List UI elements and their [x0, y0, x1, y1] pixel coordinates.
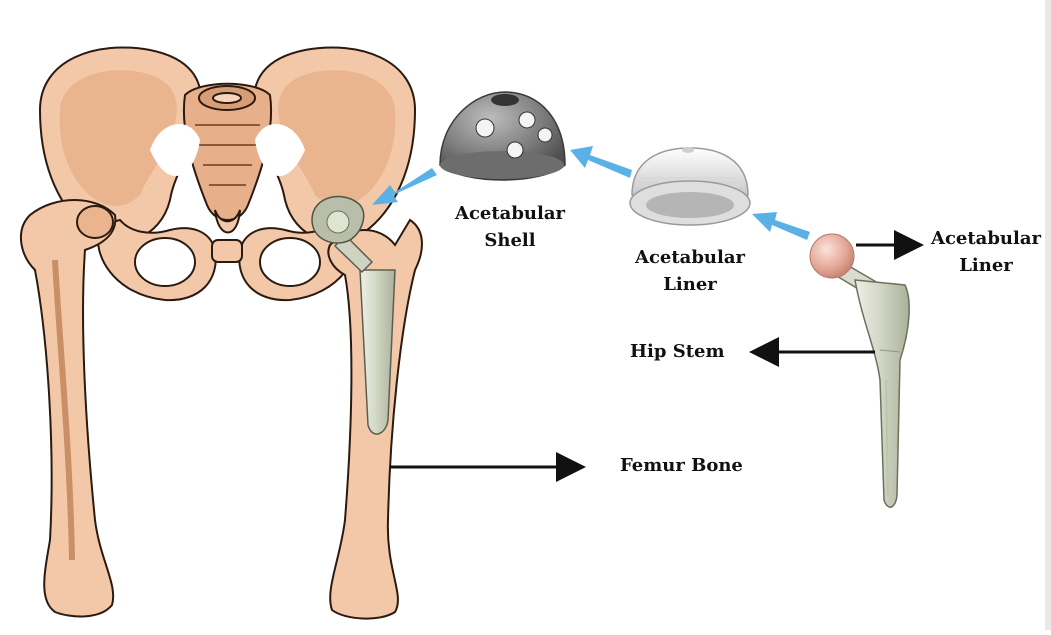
arrow-liner-to-shell	[570, 146, 632, 178]
pelvis	[38, 46, 417, 302]
right-edge-strip	[1045, 0, 1051, 630]
femur-bone-label-text: Femur Bone	[620, 455, 743, 476]
pointer-arrows	[390, 230, 924, 482]
acetabular-shell-label-line1: Acetabular	[454, 203, 565, 224]
left-femur	[19, 199, 117, 618]
arrow-shell-to-hip	[372, 168, 437, 205]
acetabular-liner-label-middle: Acetabular Liner	[620, 244, 760, 298]
right-femur-with-implant	[311, 195, 423, 620]
hip-stem-label: Hip Stem	[630, 338, 725, 365]
femur-bone-label: Femur Bone	[620, 452, 743, 479]
acetabular-liner-label-right-line1: Acetabular	[930, 228, 1041, 249]
acetabular-liner-label-right-line2: Liner	[959, 255, 1013, 276]
acetabular-shell-label-line2: Shell	[484, 230, 536, 251]
acetabular-liner-label-middle-line1: Acetabular	[634, 247, 745, 268]
acetabular-liner-label-middle-line2: Liner	[663, 274, 717, 295]
arrow-stem-to-liner	[752, 212, 810, 240]
acetabular-shell-image	[439, 91, 566, 181]
femoral-stem-image	[809, 233, 910, 508]
hip-stem-label-text: Hip Stem	[630, 341, 725, 362]
acetabular-liner-label-right: Acetabular Liner	[916, 225, 1051, 279]
acetabular-liner-image	[629, 147, 751, 226]
acetabular-shell-label: Acetabular Shell	[440, 200, 580, 254]
assembly-arrows	[372, 146, 810, 240]
